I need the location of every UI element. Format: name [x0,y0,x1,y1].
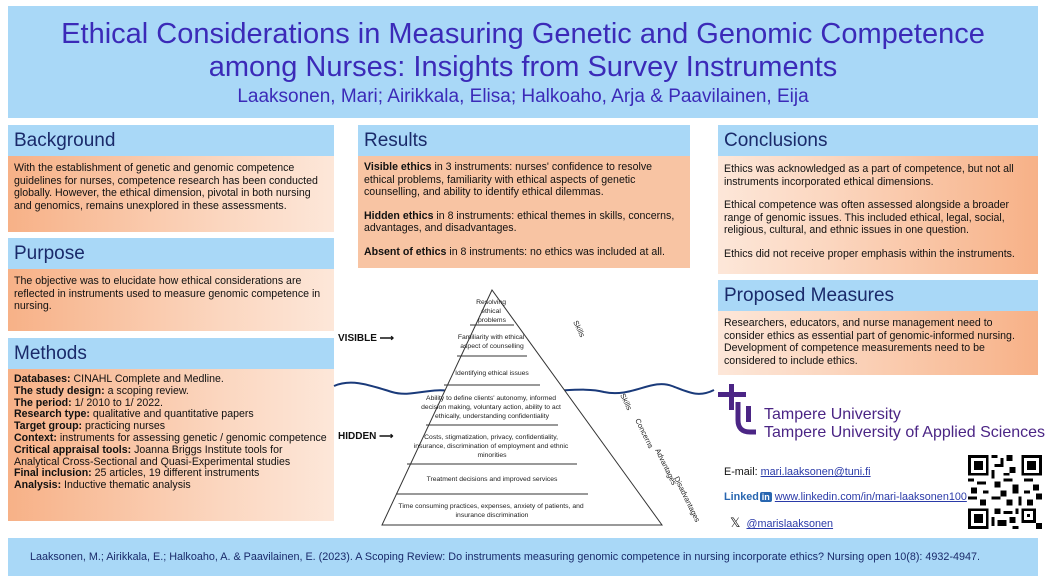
tampere-logo-icon [718,384,756,435]
methods-item: Final inclusion: 25 articles, 19 differe… [14,467,260,480]
level-2-text: Familiarity with ethical aspect of couns… [458,334,526,350]
pyramid-outline [381,289,663,526]
reference-footer: Laaksonen, M.; Airikkala, E.; Halkoaho, … [8,538,1038,576]
purpose-heading: Purpose [8,238,334,269]
ethics-iceberg-pyramid: Resolving ethical problems Familiarity w… [332,282,716,532]
title-line-2: among Nurses: Insights from Survey Instr… [208,51,838,83]
logo-line-2: Tampere University of Applied Sciences [764,424,1046,441]
measures-heading: Proposed Measures [718,280,1038,311]
results-absent: Absent of ethics in 8 instruments: no et… [364,245,665,258]
results-visible: Visible ethics in 3 instruments: nurses'… [364,161,653,199]
measures-body: Researchers, educators, and nurse manage… [718,311,1038,375]
linkedin-link[interactable]: www.linkedin.com/in/mari-laaksonen100 [774,491,967,503]
conclusions-text-2: Ethical competence was often assessed al… [724,199,1010,237]
results-heading: Results [358,125,690,156]
pyramid-svg: Resolving ethical problems Familiarity w… [333,289,715,526]
methods-item: The study design: a scoping review. [14,384,189,397]
background-heading: Background [8,125,334,156]
poster-header: Ethical Considerations in Measuring Gene… [8,6,1038,118]
methods-heading: Methods [8,338,334,369]
methods-item: Target group: practicing nurses [14,420,166,433]
hidden-label: HIDDEN ⟶ [338,431,394,442]
methods-body: Databases: CINAHL Complete and Medline. … [8,369,334,521]
tampere-logo: Tampere University Tampere University of… [716,378,1046,444]
level-7-text: Time consuming practices, expenses, anxi… [398,503,585,519]
poster-title: Ethical Considerations in Measuring Gene… [8,6,1038,84]
title-line-1: Ethical Considerations in Measuring Gene… [61,18,985,50]
authors: Laaksonen, Mari; Airikkala, Elisa; Halko… [237,86,809,107]
measures-text: Researchers, educators, and nurse manage… [724,317,1015,367]
background-body: With the establishment of genetic and ge… [8,156,334,232]
logo-line-1: Tampere University [764,406,901,423]
conclusions-body: Ethics was acknowledged as a part of com… [718,156,1038,274]
level-5-text: Costs, stigmatization, privacy, confiden… [414,434,570,459]
side-label-skills: Skills [618,392,634,412]
results-hidden: Hidden ethics in 8 instruments: ethical … [364,209,675,235]
email-row: E-mail: mari.laaksonen@tuni.fi [724,466,871,478]
methods-item: Databases: CINAHL Complete and Medline. [14,373,224,385]
side-label-skills-top: Skills [571,319,587,339]
x-row: 𝕏 @marislaaksonen [730,515,833,531]
level-1-text: Resolving ethical problems [476,299,508,324]
email-link[interactable]: mari.laaksonen@tuni.fi [760,466,871,478]
methods-item: Analysis: Inductive thematic analysis [14,479,191,492]
level-6-text: Treatment decisions and improved service… [427,476,558,483]
level-4-text: Ability to define clients' autonomy, inf… [421,395,563,420]
x-handle-link[interactable]: @marislaaksonen [746,518,834,530]
side-label-concerns: Concerns [633,417,655,450]
background-text: With the establishment of genetic and ge… [14,162,318,212]
methods-item: Context: instruments for assessing genet… [14,431,327,444]
methods-item: The period: 1/ 2010 to 1/ 2022. [14,396,163,409]
qr-code-icon[interactable] [968,455,1042,529]
results-body: Visible ethics in 3 instruments: nurses'… [358,156,690,268]
purpose-text: The objective was to elucidate how ethic… [14,275,321,313]
x-icon: 𝕏 [730,515,741,530]
conclusions-text-1: Ethics was acknowledged as a part of com… [724,163,1014,188]
conclusions-text-3: Ethics did not receive proper emphasis w… [724,247,1015,260]
conclusions-heading: Conclusions [718,125,1038,156]
visible-label: VISIBLE ⟶ [338,333,395,344]
methods-item: Research type: qualitative and quantitat… [14,408,254,421]
level-3-text: Identifying ethical issues [455,370,529,377]
methods-item: Critical appraisal tools: Joanna Briggs … [14,443,291,468]
side-label-disadvantages: Disadvantages [672,475,702,524]
purpose-body: The objective was to elucidate how ethic… [8,269,334,331]
